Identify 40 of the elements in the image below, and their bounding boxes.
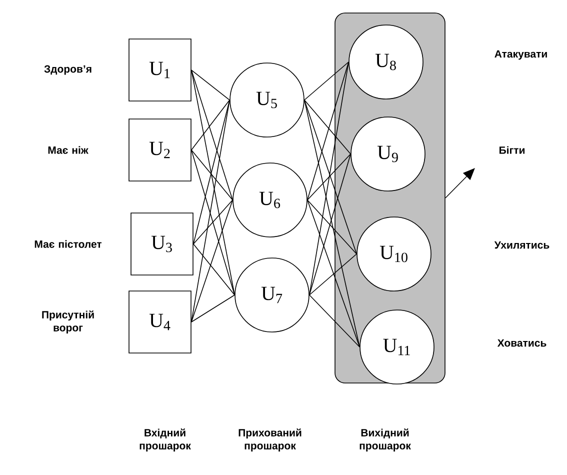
connection-line — [191, 150, 233, 200]
layer-label: Прихований прошарок — [238, 428, 302, 452]
connection-line — [193, 244, 235, 296]
input-label: Має ніж — [48, 146, 88, 154]
connection-line — [304, 100, 357, 254]
input-box: U$_{3}$ — [130, 212, 194, 276]
connection-line — [191, 70, 230, 100]
connection-line — [191, 100, 230, 150]
connection-line — [307, 154, 351, 200]
connection-line — [304, 100, 351, 154]
connection-line — [309, 62, 349, 296]
arrow — [445, 168, 475, 198]
connection-line — [191, 70, 235, 296]
connection-line — [307, 200, 357, 254]
connection-line — [307, 200, 360, 348]
output-label: Ховатись — [497, 339, 546, 347]
connection-line — [304, 62, 349, 100]
connection-line — [193, 200, 233, 244]
connection-line — [191, 200, 233, 322]
input-box: U$_{1}$ — [128, 38, 192, 102]
connection-line — [309, 294, 360, 348]
connection-line — [309, 254, 357, 296]
input-label: Присутній ворог — [42, 310, 94, 334]
connection-line — [191, 294, 235, 322]
connection-line — [307, 62, 349, 200]
input-box: U$_{4}$ — [128, 290, 192, 354]
connection-line — [191, 150, 235, 296]
output-label: Атакувати — [494, 50, 547, 60]
input-label: Має пістолет — [34, 240, 102, 248]
connection-line — [191, 100, 230, 322]
connection-line — [193, 100, 230, 244]
layer-label: Вхідний прошарок — [140, 428, 191, 452]
connection-line — [304, 100, 360, 348]
input-box: U$_{2}$ — [128, 118, 192, 182]
input-label: Здоров’я — [44, 65, 92, 75]
connection-line — [191, 70, 233, 200]
connection-line — [309, 154, 351, 296]
output-label: Бігти — [500, 146, 524, 154]
output-label: Ухилятись — [494, 241, 550, 249]
layer-label: Вихідний прошарок — [360, 428, 411, 452]
